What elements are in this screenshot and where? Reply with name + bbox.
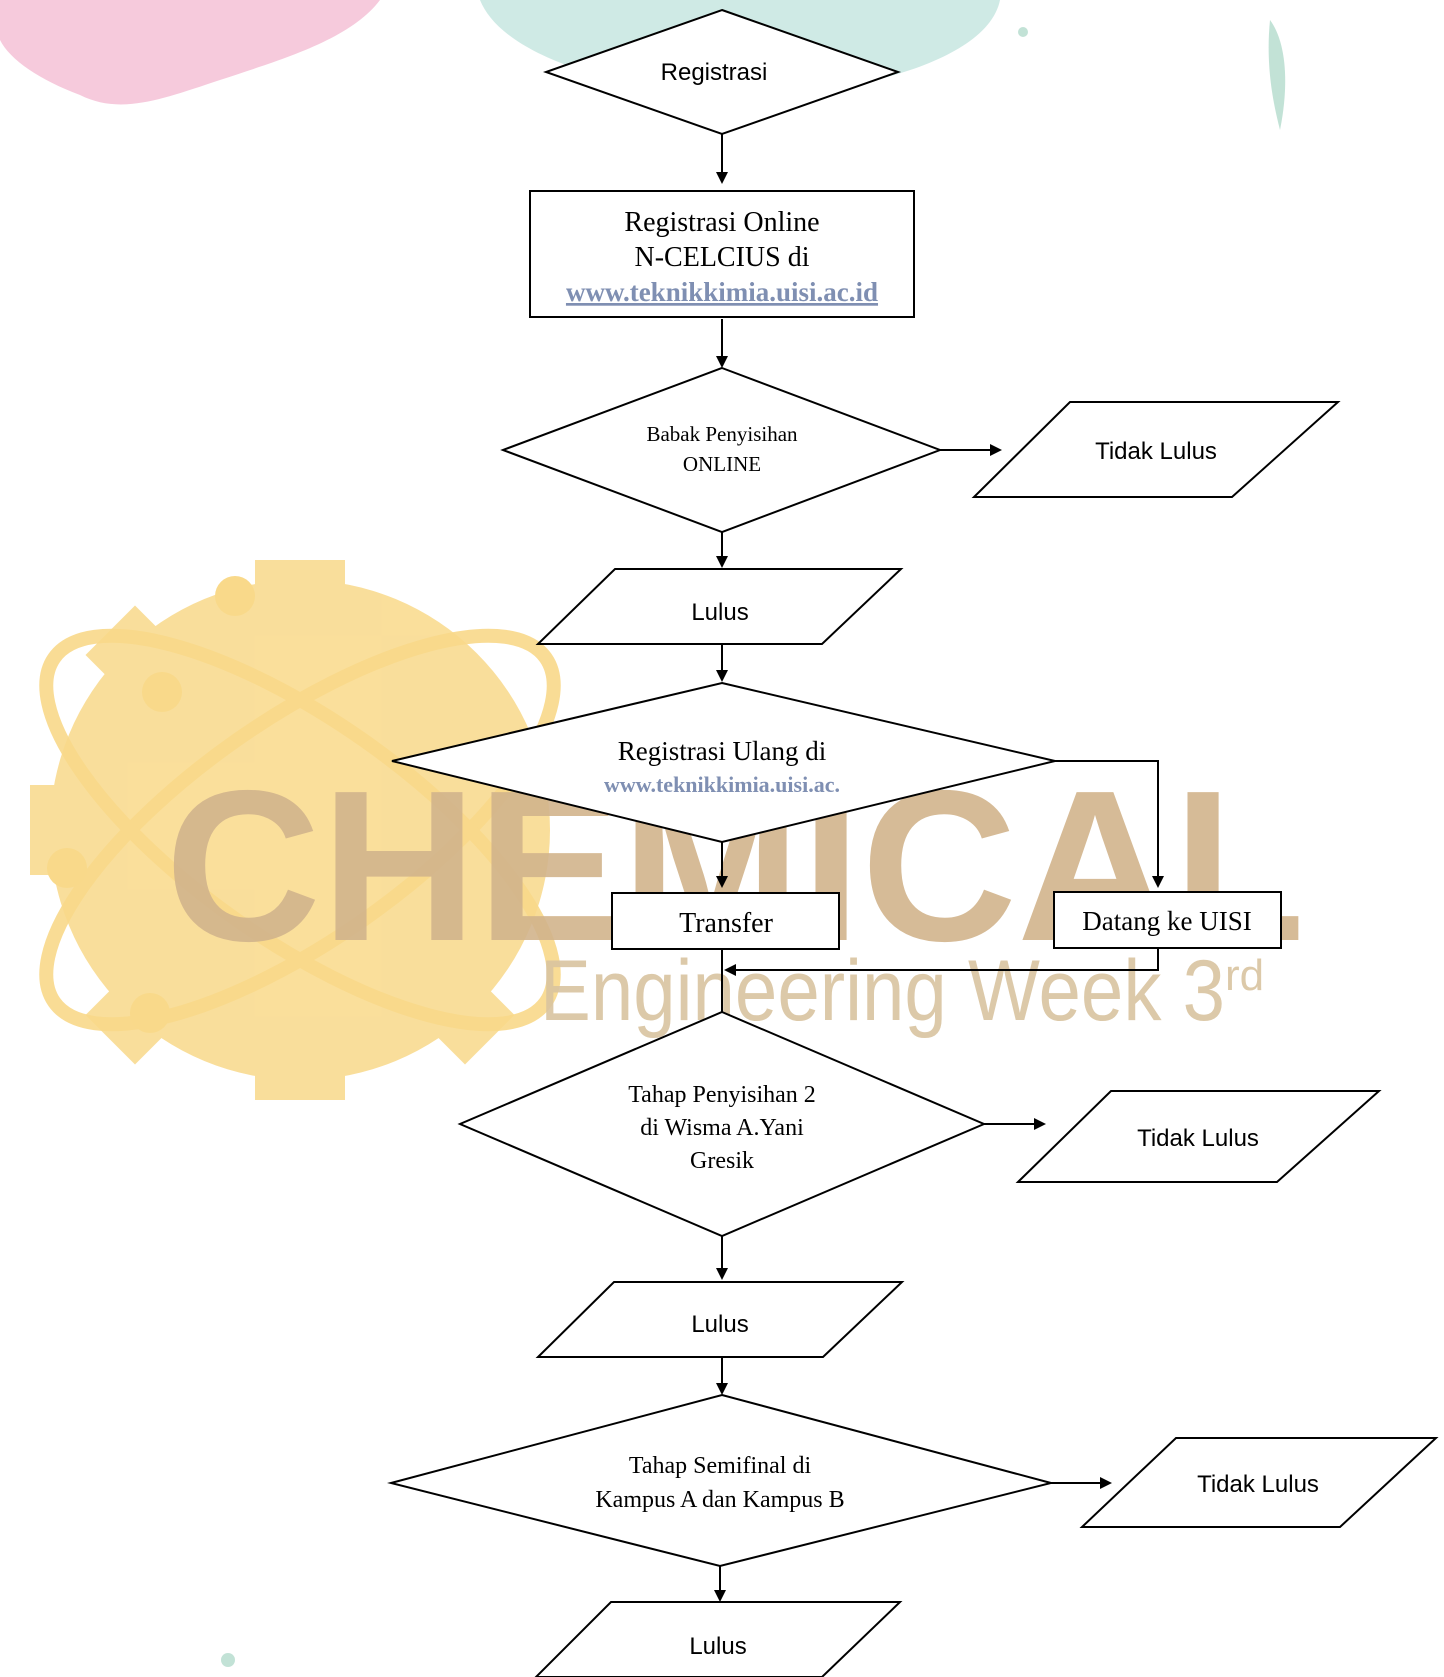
node-register-online-line2: N-CELCIUS di [635, 242, 810, 273]
node-online-round-line2: ONLINE [683, 452, 761, 476]
node-semifinal-line1: Tahap Semifinal di [629, 1453, 812, 1479]
node-fail-2[interactable]: Tidak Lulus [1015, 1090, 1382, 1183]
node-pass-3[interactable]: Lulus [534, 1601, 903, 1677]
watermark-superscript: rd [1225, 951, 1264, 1000]
flow-edges [714, 134, 1164, 1602]
green-brush-stroke [1268, 20, 1286, 130]
node-fail-3-label: Tidak Lulus [1197, 1471, 1319, 1498]
node-fail-3[interactable]: Tidak Lulus [1079, 1437, 1439, 1528]
node-round-2-line2: di Wisma A.Yani [640, 1115, 804, 1141]
node-transfer[interactable]: Transfer [611, 892, 840, 950]
atom-orbit-icon [39, 628, 561, 1032]
node-visit-uisi[interactable]: Datang ke UISI [1053, 891, 1282, 949]
reregister-link[interactable]: www.teknikkimia.uisi.ac. [604, 772, 840, 797]
node-pass-3-label: Lulus [689, 1633, 746, 1660]
node-pass-2-label: Lulus [691, 1311, 748, 1338]
atom-electron-icons [47, 576, 255, 1033]
node-online-round[interactable]: Babak Penyisihan ONLINE [500, 366, 943, 534]
node-pass-1[interactable]: Lulus [535, 568, 904, 645]
node-start-label: Registrasi [661, 59, 768, 86]
node-register-online[interactable]: Registrasi Online N-CELCIUS di www.tekni… [529, 190, 915, 318]
pink-watercolor-splash [0, 0, 380, 105]
register-online-link[interactable]: www.teknikkimia.uisi.ac.id [566, 277, 878, 307]
node-online-round-line1: Babak Penyisihan [646, 422, 798, 446]
green-dot [1018, 27, 1028, 37]
node-register-online-line1: Registrasi Online [624, 207, 819, 238]
node-visit-uisi-label: Datang ke UISI [1082, 906, 1251, 936]
edge-visit-to-merge [724, 945, 1159, 976]
node-semifinal[interactable]: Tahap Semifinal di Kampus A dan Kampus B [387, 1393, 1055, 1568]
node-round-2[interactable]: Tahap Penyisihan 2 di Wisma A.Yani Gresi… [457, 1010, 987, 1238]
node-reregister[interactable]: Registrasi Ulang di www.teknikkimia.uisi… [391, 681, 1056, 844]
edge-reregister-to-visit [1055, 760, 1164, 888]
node-round-2-line1: Tahap Penyisihan 2 [628, 1082, 816, 1108]
green-dot-bottom [221, 1653, 235, 1667]
node-round-2-line3: Gresik [690, 1148, 754, 1174]
node-fail-2-label: Tidak Lulus [1137, 1125, 1259, 1152]
node-fail-1-label: Tidak Lulus [1095, 438, 1217, 465]
node-start[interactable]: Registrasi [542, 8, 902, 136]
node-pass-1-label: Lulus [691, 599, 748, 626]
watermark-sub-text: Engineering Week 3 [540, 943, 1225, 1039]
node-pass-2[interactable]: Lulus [535, 1281, 905, 1358]
node-semifinal-line2: Kampus A dan Kampus B [595, 1487, 844, 1513]
node-fail-1[interactable]: Tidak Lulus [971, 401, 1341, 498]
node-transfer-label: Transfer [679, 908, 774, 939]
node-reregister-line1: Registrasi Ulang di [618, 736, 826, 766]
